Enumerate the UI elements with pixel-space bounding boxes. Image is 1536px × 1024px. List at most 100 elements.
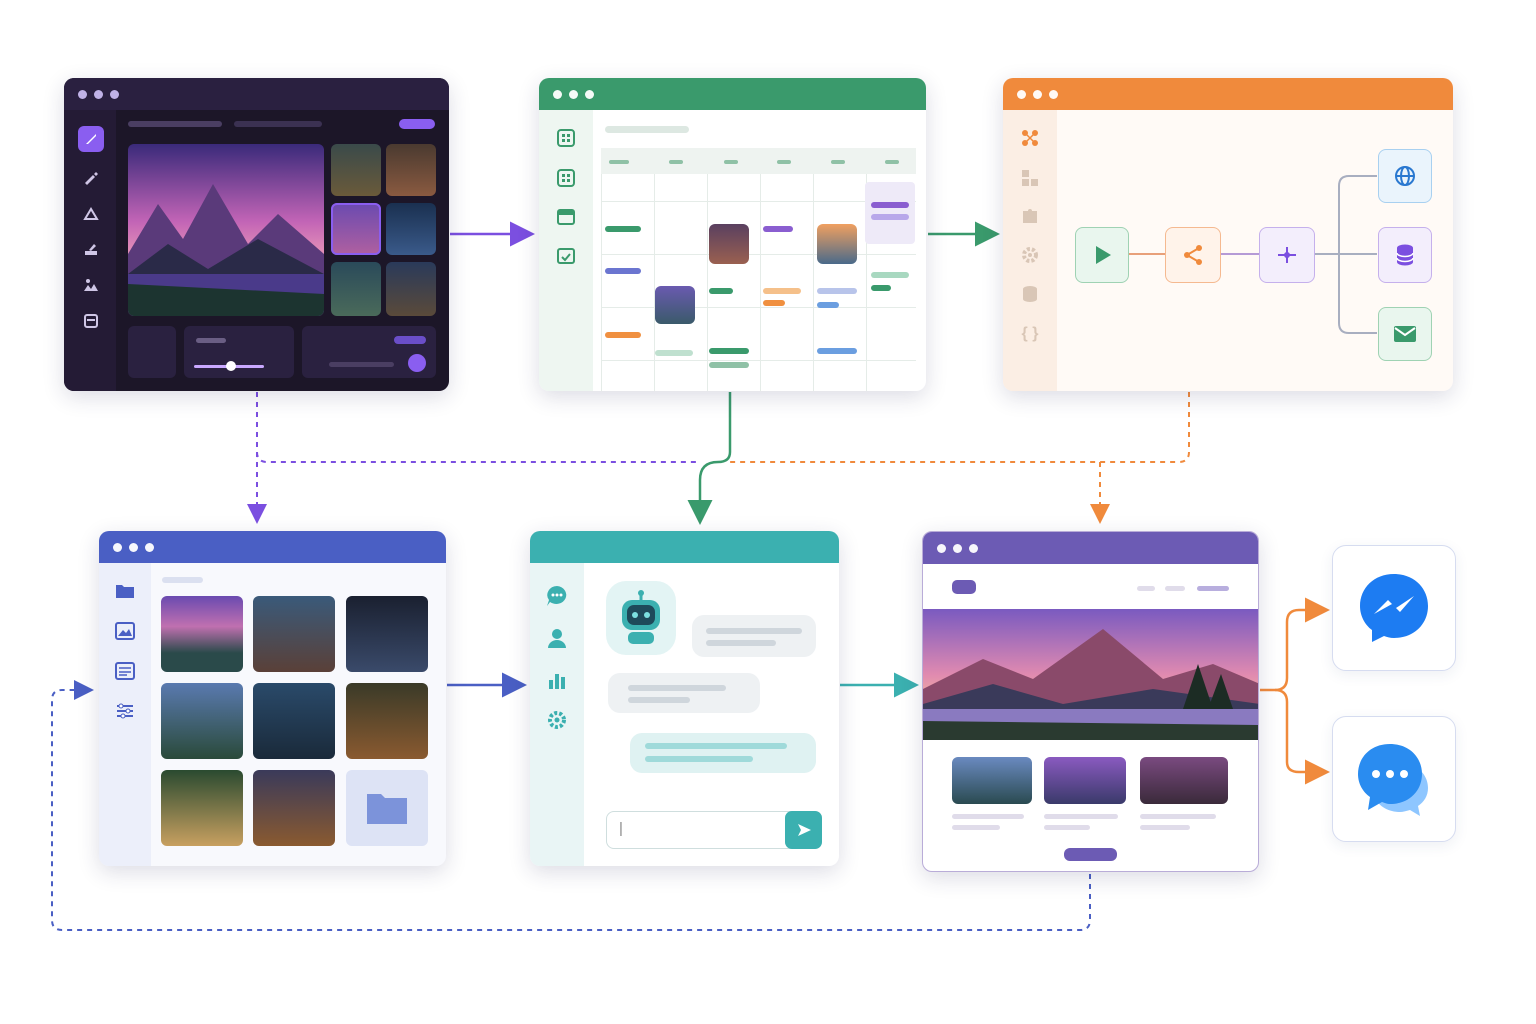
calendar-event[interactable] <box>871 272 909 278</box>
library-image[interactable] <box>346 596 428 672</box>
library-image[interactable] <box>161 683 243 759</box>
library-image[interactable] <box>346 683 428 759</box>
editor-thumbnail[interactable] <box>331 203 381 255</box>
library-image[interactable] <box>253 770 335 846</box>
nodes-icon[interactable] <box>1017 126 1043 150</box>
database-icon[interactable] <box>1378 227 1432 283</box>
pen-icon[interactable] <box>78 164 104 190</box>
workflow-builder-window: { } <box>1003 78 1453 391</box>
calendar-icon[interactable] <box>554 204 578 228</box>
calendar-event[interactable] <box>763 300 785 306</box>
arrow-website-to-outputs <box>1260 597 1330 692</box>
chat-app-card[interactable] <box>1332 716 1456 842</box>
site-card-image[interactable] <box>1140 757 1228 804</box>
editor-thumbnail[interactable] <box>331 144 381 196</box>
site-card-image[interactable] <box>1044 757 1126 804</box>
calendar-event[interactable] <box>605 268 641 274</box>
calendar-event[interactable] <box>655 350 693 356</box>
list-icon[interactable] <box>113 659 137 683</box>
puzzle-icon[interactable] <box>1017 204 1043 228</box>
globe-icon[interactable] <box>1378 149 1432 203</box>
site-logo[interactable] <box>952 580 976 594</box>
robot-avatar-icon <box>606 581 676 655</box>
arrow-website-loop-to-library <box>51 680 1091 931</box>
calendar-event[interactable] <box>709 362 749 368</box>
user-icon[interactable] <box>544 625 570 651</box>
gallery-icon[interactable] <box>78 272 104 298</box>
site-card-image[interactable] <box>952 757 1032 804</box>
calendar-post-thumbnail[interactable] <box>817 224 857 264</box>
calendar-event[interactable] <box>709 288 733 294</box>
image-editor-window <box>64 78 449 391</box>
brush-icon[interactable] <box>78 126 104 152</box>
blocks-icon[interactable] <box>1017 166 1043 190</box>
calendar-event[interactable] <box>817 288 857 294</box>
editor-thumbnail[interactable] <box>386 262 436 316</box>
calendar-event[interactable] <box>605 332 641 338</box>
library-image[interactable] <box>253 596 335 672</box>
chat-input-value: | <box>619 820 623 837</box>
site-cta-button[interactable] <box>1064 848 1117 861</box>
calendar-event[interactable] <box>763 288 801 294</box>
calendar-sidebar <box>539 110 593 391</box>
chat-icon[interactable] <box>544 583 570 609</box>
website-preview-window <box>922 531 1259 872</box>
arrow-workflow-to-website <box>730 392 1190 463</box>
chart-icon[interactable] <box>544 667 570 693</box>
editor-thumbnail[interactable] <box>386 203 436 255</box>
bot-reply-bubble <box>630 733 816 773</box>
calendar-event[interactable] <box>817 302 839 308</box>
calendar-post-thumbnail[interactable] <box>709 224 749 264</box>
mail-icon[interactable] <box>1378 307 1432 361</box>
library-image[interactable] <box>253 683 335 759</box>
code-icon[interactable]: { } <box>1021 325 1039 342</box>
calendar-event[interactable] <box>817 348 857 354</box>
editor-adjust-panel <box>184 326 294 378</box>
gear-icon[interactable] <box>544 707 570 733</box>
grid-icon[interactable] <box>554 166 578 190</box>
content-calendar-window <box>539 78 926 391</box>
play-icon[interactable] <box>1075 227 1129 283</box>
media-library-window <box>99 531 446 866</box>
calendar-event[interactable] <box>871 214 909 220</box>
messenger-card[interactable] <box>1332 545 1456 671</box>
bot-message-bubble <box>692 615 816 657</box>
editor-thumbnail[interactable] <box>331 262 381 316</box>
chat-bubble-icon <box>1358 744 1428 816</box>
calendar-event[interactable] <box>709 348 749 354</box>
layers-icon[interactable] <box>78 308 104 334</box>
editor-layer-panel <box>128 326 176 378</box>
calendar-event[interactable] <box>871 202 909 208</box>
edit-icon[interactable] <box>78 236 104 262</box>
image-icon[interactable] <box>113 619 137 643</box>
color-swatch[interactable] <box>408 354 426 372</box>
site-nav-link[interactable] <box>1137 586 1155 591</box>
workflow-edges <box>1129 175 1377 334</box>
site-nav-link[interactable] <box>1197 586 1229 591</box>
site-hero-image <box>923 609 1258 740</box>
gear-icon[interactable] <box>1017 243 1043 267</box>
grid-icon[interactable] <box>554 126 578 150</box>
database-icon[interactable] <box>1017 282 1043 306</box>
export-button[interactable] <box>399 119 435 129</box>
library-image[interactable] <box>161 596 243 672</box>
folder-icon[interactable] <box>113 579 137 603</box>
calendar-event[interactable] <box>763 226 793 232</box>
calendar-event[interactable] <box>605 226 641 232</box>
calendar-event[interactable] <box>871 285 891 291</box>
site-nav-link[interactable] <box>1165 586 1185 591</box>
user-message-bubble <box>608 673 760 713</box>
editor-canvas-image <box>128 144 324 316</box>
sliders-icon[interactable] <box>113 699 137 723</box>
shape-icon[interactable] <box>78 200 104 226</box>
send-button[interactable] <box>785 811 822 849</box>
calendar-grid <box>601 148 916 391</box>
split-icon[interactable] <box>1259 227 1315 283</box>
folder-icon[interactable] <box>346 770 428 846</box>
arrow-calendar-to-chatbot <box>687 392 732 525</box>
editor-thumbnail[interactable] <box>386 144 436 196</box>
library-image[interactable] <box>161 770 243 846</box>
calendar-check-icon[interactable] <box>554 243 578 267</box>
calendar-post-thumbnail[interactable] <box>655 286 695 324</box>
share-icon[interactable] <box>1165 227 1221 283</box>
